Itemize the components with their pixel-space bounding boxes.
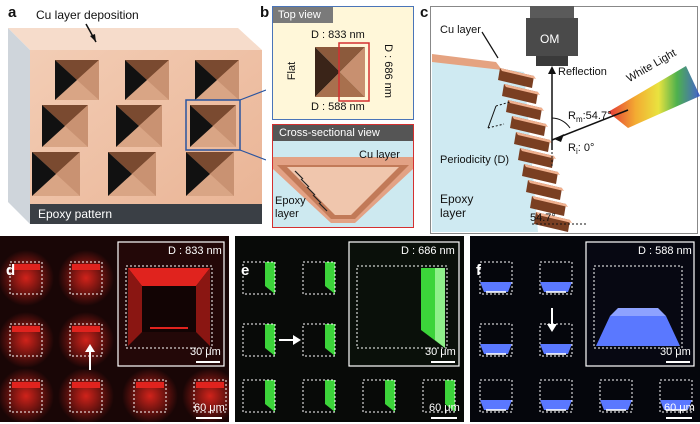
ri-label: Ri: 0° [568,142,595,157]
panel-c-label: c [420,4,429,21]
panel-f-label: f [476,262,481,279]
panel-f-micrograph [479,241,695,419]
cross-section-drawing [273,157,413,223]
epoxy-pattern-label: Epoxy pattern [38,207,113,221]
panel-a: a Cu layer deposition Epoxy pattern [0,0,266,232]
panel-e-micrograph [242,241,460,419]
reflection-label: Reflection [558,66,607,78]
panel-d-inset-scale: 30 μm [190,346,221,358]
top-view-box: Top view D : 833 nm D : 588 nm D : 686 n… [272,6,414,120]
om-label: OM [540,32,560,46]
panel-b: b Top view D : 833 nm D : 588 nm D : 686… [256,0,416,232]
om-objective-icon [526,6,578,66]
panel-e-main-scale: 60 μm [429,402,460,414]
cs-epoxy-label-2: layer [275,208,299,220]
cu-layer-deposition-label: Cu layer deposition [36,8,139,22]
cs-epoxy-label-1: Epoxy [275,195,306,207]
d-top-label: D : 833 nm [311,29,365,41]
panel-a-label: a [8,4,17,21]
pyramid-array-illustration [8,23,266,224]
periodicity-label: Periodicity (D) [440,154,510,166]
panel-d: d D : 833 nm 30 μm 60 μm [0,236,229,422]
panel-e-inset-title: D : 686 nm [401,245,455,257]
panel-d-label: d [6,262,16,279]
top-view-title: Top view [278,9,321,21]
panel-c: c [418,0,700,234]
panel-f-inset-scale: 30 μm [660,346,691,358]
c-epoxy-label-1: Epoxy [440,192,474,206]
d-bottom-label: D : 588 nm [311,101,365,113]
panel-e-label: e [241,262,250,279]
panel-f-main-scale: 60 μm [664,402,695,414]
rm-label: Rm:54.7° [568,110,612,125]
c-cu-layer-label: Cu layer [440,24,481,36]
panel-d-main-scale: 60 μm [194,402,225,414]
panel-d-inset-title: D : 833 nm [168,245,222,257]
pyramid-pits [32,60,239,196]
cross-section-title: Cross-sectional view [279,127,380,139]
panel-e: e D : 686 nm 30 μm 60 μm [235,236,464,422]
panel-d-micrograph [0,241,229,422]
flat-label: Flat [286,61,299,81]
cs-cu-layer-label: Cu layer [359,149,400,161]
top-view-pyramid [315,42,370,102]
cross-section-header [273,125,413,141]
cross-section-box: Cross-sectional view Cu layer Epoxy laye… [272,124,414,228]
d-right-label: D : 686 nm [381,44,394,98]
panel-f: f D : 588 nm 30 μm 60 μm [470,236,700,422]
zoom-box [185,99,241,151]
panel-e-inset-scale: 30 μm [425,346,456,358]
angle-label: 54.7° [530,212,556,224]
reflection-diagram [432,6,700,232]
top-view-header [273,7,333,23]
panel-b-label: b [260,4,270,21]
panel-f-inset-title: D : 588 nm [638,245,692,257]
c-epoxy-label-2: layer [440,206,467,220]
